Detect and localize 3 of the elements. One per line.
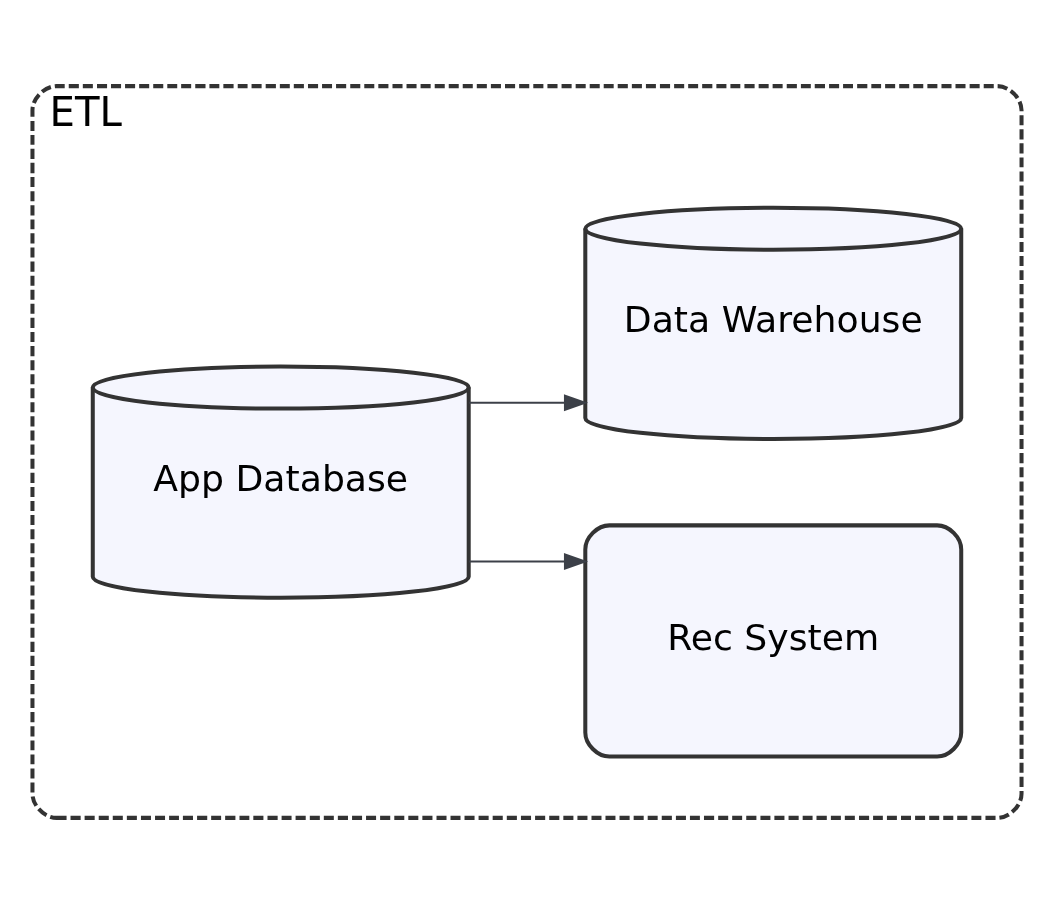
- arrow: [469, 394, 589, 412]
- node-box: Rec System: [583, 523, 964, 759]
- arrow: [469, 553, 589, 570]
